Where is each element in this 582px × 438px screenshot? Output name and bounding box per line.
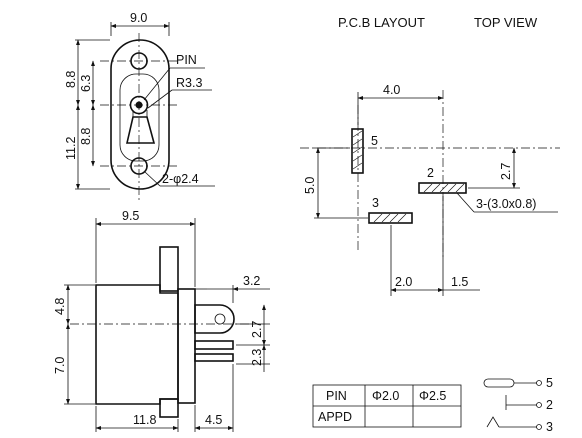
top-view-title: TOP VIEW	[474, 15, 538, 30]
dim-side-2-7: 2.7	[250, 321, 264, 338]
hatch-pad-2	[423, 183, 465, 193]
dim-side-4-8: 4.8	[53, 298, 67, 315]
dim-side-11-8: 11.8	[133, 413, 156, 427]
table-header-phi-2-5: Φ2.5	[419, 389, 446, 403]
dim-pcb-2-7: 2.7	[499, 163, 513, 180]
label-holes: 2-φ2.4	[162, 172, 199, 186]
dim-side-2-3: 2.3	[250, 349, 264, 366]
table-header-phi-2-0: Φ2.0	[372, 389, 399, 403]
dim-side-7-0: 7.0	[53, 357, 67, 374]
slot-note: 3-(3.0x0.8)	[476, 197, 536, 211]
contact-trapezoid	[125, 116, 156, 144]
table-header-pin: PIN	[326, 389, 347, 403]
pin-table: PIN Φ2.0 Φ2.5 APPD	[312, 384, 462, 428]
dim-pcb-2-0: 2.0	[395, 275, 412, 289]
dim-pcb-1-5: 1.5	[451, 275, 468, 289]
label-pin: PIN	[176, 53, 197, 67]
dim-pcb-4-0: 4.0	[383, 83, 400, 97]
hatch-pad-3	[373, 213, 407, 223]
housing-outline	[119, 73, 160, 162]
flange-outline	[110, 39, 170, 190]
schematic-pin-5: 5	[546, 376, 553, 390]
pcb-layout: 5 2 3 4.0 5.0 2.7 3-(3.0x0.8) 2.0 1.5	[300, 83, 560, 296]
dim-side-9-5: 9.5	[122, 209, 139, 223]
pad-2	[418, 182, 467, 194]
table-row-appd: APPD	[318, 410, 352, 424]
label-radius: R3.3	[176, 76, 202, 90]
front-view: 9.0 8.8 6.3 11.2 8.8 PIN R3.3 2-φ2.4	[64, 11, 215, 200]
pad-label-5: 5	[371, 134, 378, 148]
dim-front-8-8-bottom: 8.8	[79, 128, 93, 145]
pad-label-3: 3	[372, 196, 379, 210]
dim-front-8-8-top: 8.8	[64, 71, 78, 88]
pcb-layout-title: P.C.B LAYOUT	[338, 15, 425, 30]
side-view: 9.5 4.8 7.0 3.2 2.7 2.3 11.8 4.5	[53, 209, 270, 432]
dim-side-3-2: 3.2	[243, 274, 260, 288]
pad-5	[351, 128, 364, 174]
side-rear-plate	[177, 288, 196, 404]
pin-symbol	[483, 378, 515, 388]
dim-pcb-5-0: 5.0	[303, 177, 317, 194]
schematic-pin-3: 3	[546, 420, 553, 434]
dim-front-11-2: 11.2	[64, 137, 78, 160]
side-flange	[159, 246, 179, 292]
side-solder-lug	[194, 304, 235, 334]
schematic-pin-2: 2	[546, 398, 553, 412]
dim-side-4-5: 4.5	[205, 413, 222, 427]
dim-front-width: 9.0	[130, 11, 147, 25]
pad-label-2: 2	[427, 166, 434, 180]
schematic-symbol: 5 2 3	[483, 376, 553, 434]
pad-3	[368, 212, 413, 224]
dim-front-6-3: 6.3	[79, 75, 93, 92]
side-body	[95, 284, 179, 405]
hatch-pad-5	[352, 130, 363, 170]
